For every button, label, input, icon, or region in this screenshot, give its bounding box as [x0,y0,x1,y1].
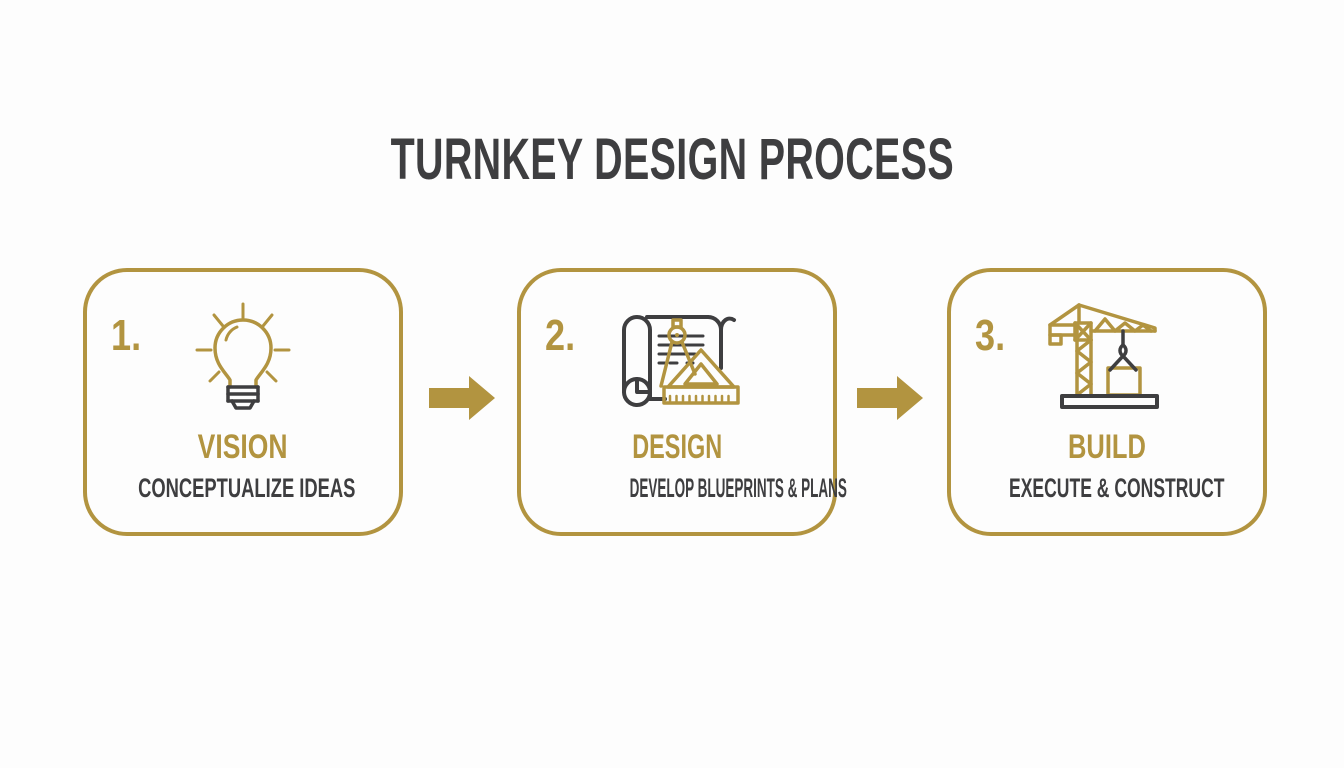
step-card-vision: 1. VISION CONCEPTUALIZE IDEAS [83,268,403,536]
step-title: DESIGN [632,428,722,466]
arrow-right-icon [429,374,495,422]
step-subtitle: DEVELOP BLUEPRINTS & PLANS [629,473,847,503]
arrow-right-icon [857,374,923,422]
step-card-design: 2. [517,268,847,536]
page-title-text: TURNKEY DESIGN PROCESS [390,127,954,192]
step-number: 2. [545,311,576,360]
lightbulb-icon [87,300,399,415]
step-subtitle: EXECUTE & CONSTRUCT [1009,473,1225,503]
step-card-build: 3. B [947,268,1267,536]
page-title: TURNKEY DESIGN PROCESS [0,131,1344,189]
step-subtitle: CONCEPTUALIZE IDEAS [138,473,356,503]
step-title: BUILD [1068,428,1146,466]
blueprint-icon [521,300,833,420]
crane-icon [951,300,1263,420]
step-number: 1. [111,311,142,360]
step-title: VISION [198,428,288,466]
step-number: 3. [975,311,1006,360]
